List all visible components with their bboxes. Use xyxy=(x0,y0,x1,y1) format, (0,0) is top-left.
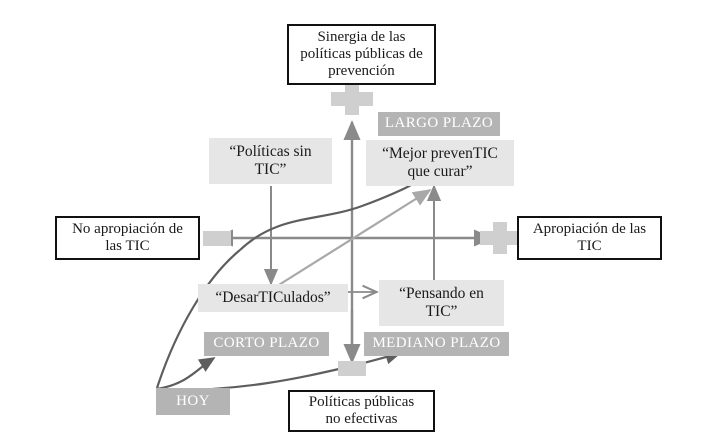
node-desarticulados[interactable]: “DesarTICulados” xyxy=(198,284,348,312)
diagonal-double-arrow xyxy=(255,189,432,304)
node-politicas-no-efectivas-label: Políticas públicas no efectivas xyxy=(308,393,415,427)
badge-corto-plazo-label: CORTO PLAZO xyxy=(213,335,320,352)
node-desarticulados-label: “DesarTICulados” xyxy=(215,289,331,307)
curve-hoy-to-mediano-plazo xyxy=(156,350,402,392)
badge-mediano-plazo-label: MEDIANO PLAZO xyxy=(372,335,501,352)
node-apropiacion-tic[interactable]: Apropiación de las TIC xyxy=(517,216,662,260)
badge-largo-plazo-label: LARGO PLAZO xyxy=(384,115,494,132)
badge-corto-plazo[interactable]: CORTO PLAZO xyxy=(204,332,329,356)
quadrant-guides xyxy=(263,184,442,292)
badge-hoy[interactable]: HOY xyxy=(156,388,230,415)
minus-symbol-bottom xyxy=(338,361,366,376)
node-sinergia-label: Sinergia de las políticas públicas de pr… xyxy=(300,28,423,80)
node-mejor-preventic-label: “Mejor prevenTIC que curar” xyxy=(382,145,498,180)
badge-largo-plazo[interactable]: LARGO PLAZO xyxy=(378,112,500,136)
node-mejor-preventic-que-curar[interactable]: “Mejor prevenTIC que curar” xyxy=(366,140,514,186)
node-pensando-en-tic-label: “Pensando en TIC” xyxy=(399,285,484,320)
badge-hoy-label: HOY xyxy=(176,392,210,409)
curve-hoy-to-left xyxy=(155,249,241,389)
node-pensando-en-tic[interactable]: “Pensando en TIC” xyxy=(379,280,504,326)
plus-symbol-top xyxy=(331,83,373,115)
node-no-apropiacion-label: No apropiación de las TIC xyxy=(72,220,183,254)
curve-hoy-to-corto-plazo xyxy=(156,357,216,391)
minus-symbol-left xyxy=(203,231,231,246)
plus-symbol-right xyxy=(480,222,520,254)
node-no-apropiacion-tic[interactable]: No apropiación de las TIC xyxy=(55,216,200,260)
node-sinergia-politicas-publicas[interactable]: Sinergia de las políticas públicas de pr… xyxy=(287,24,436,85)
node-politicas-sin-tic[interactable]: “Políticas sin TIC” xyxy=(209,138,332,184)
node-politicas-sin-tic-label: “Políticas sin TIC” xyxy=(229,143,312,178)
node-politicas-publicas-no-efectivas[interactable]: Políticas públicas no efectivas xyxy=(288,390,435,432)
node-apropiacion-label: Apropiación de las TIC xyxy=(532,220,647,254)
badge-mediano-plazo[interactable]: MEDIANO PLAZO xyxy=(364,332,509,356)
